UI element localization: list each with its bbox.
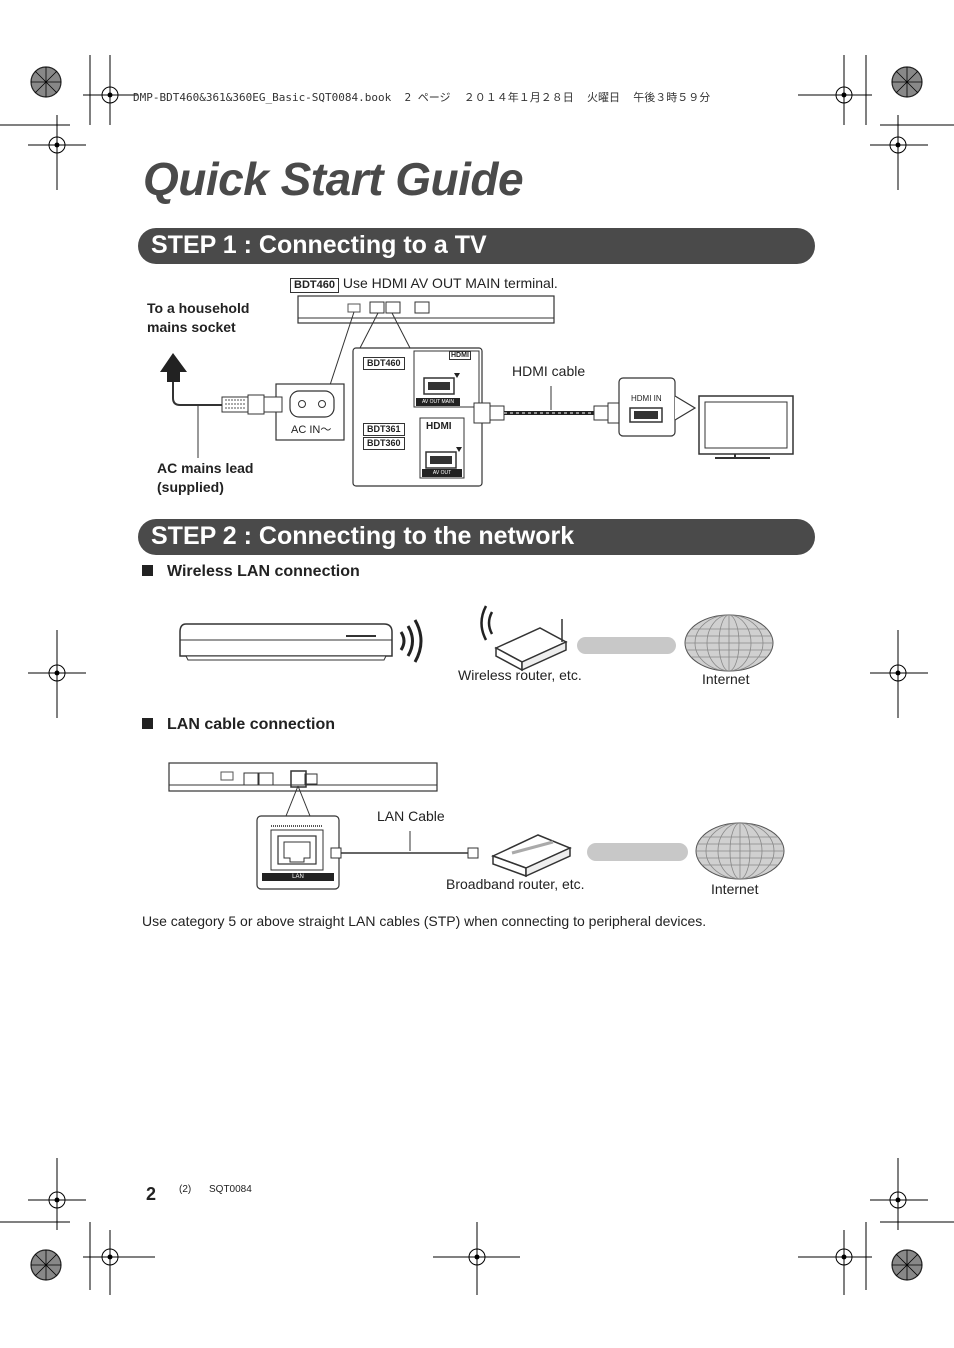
step1-heading: STEP 1 : Connecting to a TV xyxy=(138,228,815,264)
step2-heading: STEP 2 : Connecting to the network xyxy=(138,519,815,555)
inset-tag-bdt460: BDT460 xyxy=(363,353,405,371)
hdmi-cable-label: HDMI cable xyxy=(512,363,586,379)
hdmi-in-label: HDMI IN xyxy=(631,394,662,403)
hdmi-logo-bottom: HDMI xyxy=(426,421,452,432)
lan-cable-label: LAN Cable xyxy=(377,808,445,824)
household-socket-label: To a household mains socket xyxy=(147,300,250,335)
model-tag-bdt460: BDT460 xyxy=(290,278,339,293)
print-header: DMP-BDT460&361&360EG_Basic-SQT0084.book … xyxy=(133,91,711,104)
bullet-square-icon xyxy=(142,718,153,729)
player-rear-panel-lan xyxy=(168,762,438,792)
av-out-label: AV OUT xyxy=(432,470,452,476)
up-arrow-icon xyxy=(160,353,187,382)
inset-tag-bdt360: BDT360 xyxy=(363,433,405,451)
wireless-lan-heading: Wireless LAN connection xyxy=(142,563,360,581)
step1-model-note: BDT460 Use HDMI AV OUT MAIN terminal. xyxy=(290,275,558,293)
connection-bar-lan xyxy=(587,843,688,861)
ac-mains-lead-label: AC mains lead (supplied) xyxy=(157,460,254,495)
ac-in-label: AC IN～ xyxy=(291,424,332,436)
lan-cable-note: Use category 5 or above straight LAN cab… xyxy=(142,913,707,929)
av-out-main-label: AV OUT MAIN xyxy=(421,399,455,405)
sub-page-number: (2) xyxy=(179,1184,192,1195)
bullet-square-icon xyxy=(142,565,153,576)
document-code: SQT0084 xyxy=(209,1184,252,1195)
page-title: Quick Start Guide xyxy=(143,153,524,205)
broadband-router-label: Broadband router, etc. xyxy=(446,876,585,892)
internet-label-lan: Internet xyxy=(711,881,759,897)
hdmi-logo-top: HDMI xyxy=(449,351,471,360)
lan-cable-heading: LAN cable connection xyxy=(142,716,335,734)
wireless-router-label: Wireless router, etc. xyxy=(458,667,582,683)
page-number: 2 xyxy=(146,1184,157,1204)
lan-port-label: LAN xyxy=(292,874,304,880)
step1-note-text: Use HDMI AV OUT MAIN terminal. xyxy=(342,275,558,291)
connection-bar xyxy=(577,637,676,654)
inset-tag-bdt361: BDT361 xyxy=(363,419,405,437)
wifi-waves-icon xyxy=(399,631,406,651)
internet-label-wireless: Internet xyxy=(702,671,750,687)
